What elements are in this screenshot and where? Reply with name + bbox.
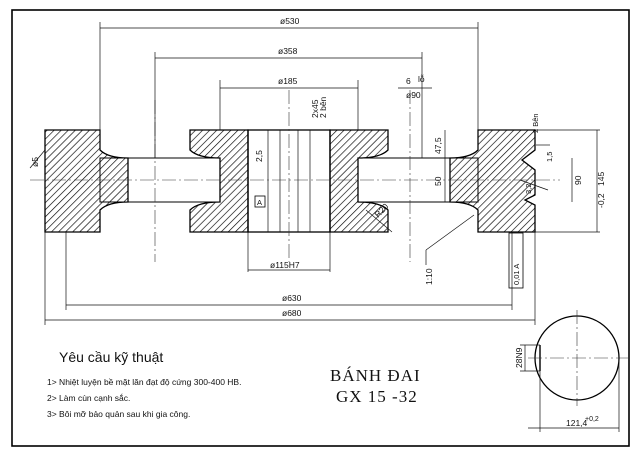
dim-key-h: 121,4 bbox=[566, 418, 588, 428]
dimension-lines bbox=[29, 27, 598, 321]
dim-d630: ø630 bbox=[282, 293, 302, 303]
part-name: BÁNH ĐAI bbox=[330, 366, 421, 385]
dim-d185: ø185 bbox=[278, 76, 298, 86]
dim-six: 6 bbox=[406, 76, 411, 86]
wheel-section bbox=[30, 90, 560, 262]
web-right bbox=[357, 157, 479, 203]
dimension-texts: ø530 ø358 ø185 6 lỗ ø90 2x45 2 bên 2,5 ø… bbox=[30, 16, 606, 318]
dim-d5: ø5 bbox=[30, 157, 40, 167]
title-block: BÁNH ĐAI GX 15 -32 bbox=[330, 366, 421, 406]
dim-d680: ø680 bbox=[282, 308, 302, 318]
dim-r25: 2,5 bbox=[254, 150, 264, 162]
keyway-detail: 28N9 121,4 +0,2 bbox=[514, 310, 629, 432]
extension-lines bbox=[44, 22, 600, 325]
datum-frame bbox=[254, 195, 266, 208]
hub-left bbox=[189, 129, 249, 233]
dim-key-h-tol: +0,2 bbox=[585, 416, 599, 423]
requirement-item: 1> Nhiệt luyện bề mặt lăn đạt độ cứng 30… bbox=[47, 377, 241, 387]
dim-d115: ø115H7 bbox=[270, 260, 300, 270]
dim-h475: 47,5 bbox=[433, 137, 443, 154]
dim-d358: ø358 bbox=[278, 46, 298, 56]
dim-h50: 50 bbox=[433, 176, 443, 186]
rim-right bbox=[449, 129, 536, 233]
dim-taper: 1:10 bbox=[424, 268, 434, 285]
requirement-item: 3> Bôi mỡ bảo quản sau khi gia công. bbox=[47, 409, 190, 419]
runout-frame bbox=[508, 232, 524, 289]
dim-runout: 0,01 A bbox=[512, 264, 521, 285]
requirements-heading: Yêu cầu kỹ thuật bbox=[59, 349, 163, 365]
dim-side-a: 2 Bên bbox=[531, 113, 540, 133]
rim-left bbox=[44, 129, 129, 233]
dim-lo: lỗ bbox=[418, 74, 425, 84]
web-left bbox=[99, 157, 221, 203]
datum-letter: A bbox=[257, 198, 262, 207]
part-code: GX 15 -32 bbox=[336, 387, 418, 406]
dim-d530: ø530 bbox=[280, 16, 300, 26]
dim-r32: 3,2 bbox=[524, 184, 533, 194]
dim-h145: 145 bbox=[596, 172, 606, 186]
dim-d90: ø90 bbox=[406, 90, 421, 100]
requirement-item: 2> Làm cùn cạnh sắc. bbox=[47, 393, 130, 403]
dim-h145-tol: -0,2 bbox=[596, 193, 606, 208]
dim-h90: 90 bbox=[573, 175, 583, 185]
dim-side-b: 1,5 bbox=[545, 152, 554, 162]
dim-chamfer-a: 2x45 bbox=[310, 99, 320, 118]
dim-key-w: 28N9 bbox=[514, 347, 524, 368]
dim-chamfer-b: 2 bên bbox=[318, 96, 328, 118]
technical-requirements: Yêu cầu kỹ thuật 1> Nhiệt luyện bề mặt l… bbox=[47, 349, 241, 419]
drawing-frame bbox=[11, 9, 630, 447]
